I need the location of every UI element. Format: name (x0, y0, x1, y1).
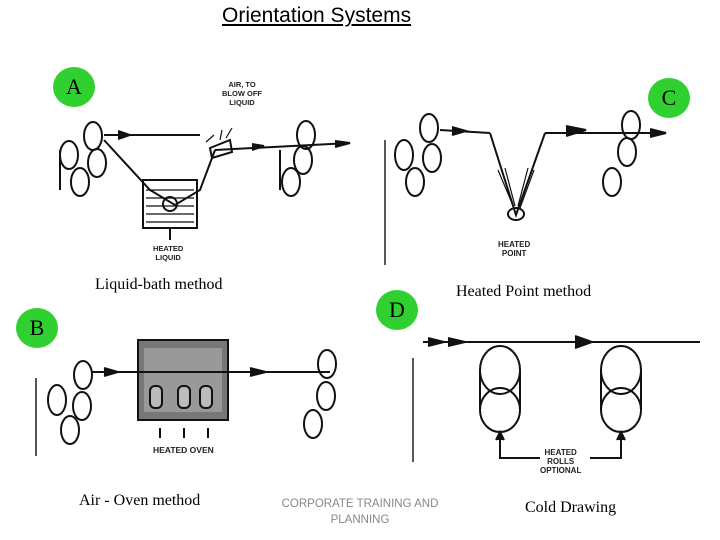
liquid-bath-diagram (59, 120, 351, 240)
badge-c: C (648, 78, 690, 118)
cold-drawing-diagram (412, 335, 700, 462)
caption-cold-drawing: Cold Drawing (525, 499, 617, 516)
caption-liquid-bath: Liquid-bath method (95, 276, 223, 293)
caption-heated-point: Heated Point method (456, 283, 592, 300)
heated-oven-label: HEATED OVEN (153, 445, 214, 455)
page-title: Orientation Systems (222, 4, 412, 27)
air-oven-diagram (35, 339, 337, 456)
heated-rolls-label: HEATED ROLLS OPTIONAL (540, 448, 582, 475)
heated-liquid-label: HEATED LIQUID (153, 244, 184, 262)
air-blow-off-label: AIR, TO BLOW OFF LIQUID (222, 80, 262, 107)
badge-a: A (53, 67, 95, 107)
heated-point-label: HEATED POINT (498, 240, 531, 258)
badge-d: D (376, 290, 418, 330)
heated-point-diagram (384, 110, 667, 265)
caption-air-oven: Air - Oven method (79, 492, 201, 509)
badge-b: B (16, 308, 58, 348)
footer-text: CORPORATE TRAINING AND PLANNING (281, 498, 439, 526)
